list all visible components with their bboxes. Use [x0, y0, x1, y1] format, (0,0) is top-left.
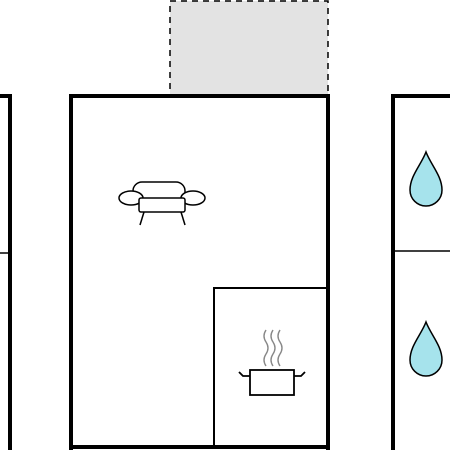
main-room [69, 94, 330, 450]
balcony-area [169, 0, 329, 97]
steam-icon [263, 329, 283, 367]
left-room-wall [0, 94, 12, 450]
kitchen-wall [213, 287, 328, 447]
pot-body [249, 369, 295, 396]
main-room-wall [69, 94, 330, 450]
cooking-pot-icon [238, 329, 306, 396]
right-room-wall [391, 94, 450, 450]
sofa-icon [118, 181, 206, 226]
water-drop-icon-bottom [409, 319, 443, 377]
left-room [0, 94, 12, 450]
kitchen-room [213, 287, 328, 447]
pot-handles [238, 371, 306, 377]
right-rooms [391, 94, 450, 450]
water-drop-icon-top [409, 149, 443, 207]
